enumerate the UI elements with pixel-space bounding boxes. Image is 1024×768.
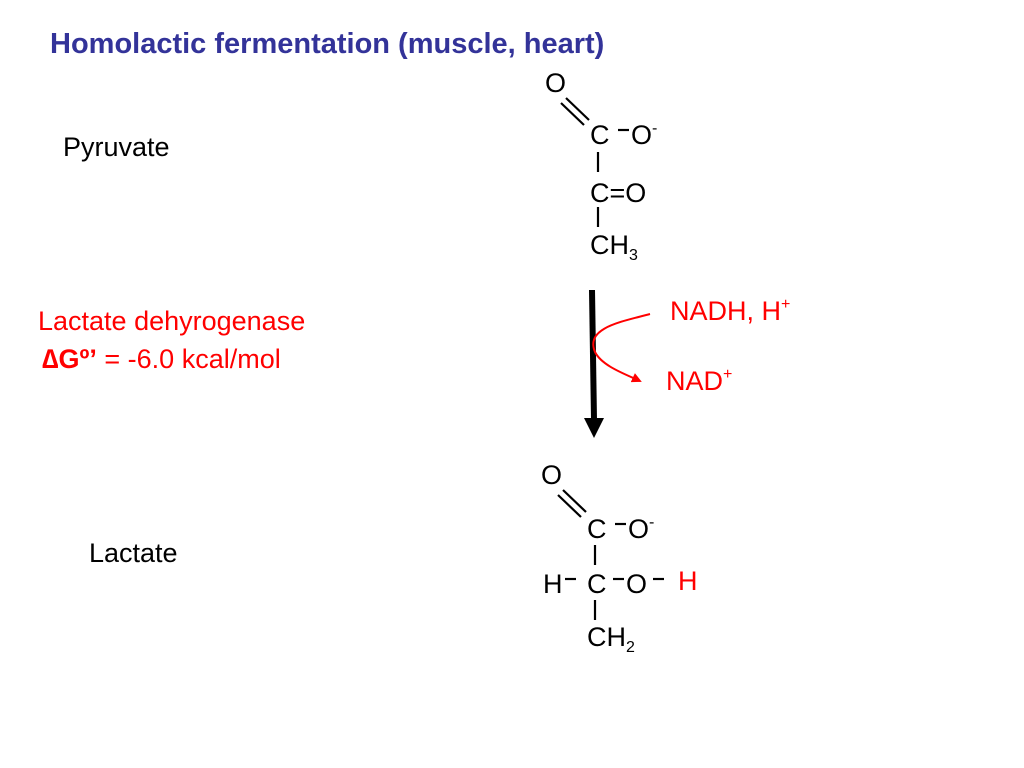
lactate-carbon-1: C (587, 514, 607, 544)
lactate-ch-subscript: 2 (626, 639, 635, 656)
lactate-oxygen-minus: O- (628, 514, 655, 544)
pyruvate-carbon-1: C (590, 120, 610, 150)
nadh-label: NADH, H+ (670, 296, 791, 326)
lactate-double-bond-b (557, 494, 582, 518)
reaction-arrow-shaft (589, 289, 597, 421)
nadh-text: NADH, H (670, 296, 782, 326)
reaction-arrow-head (584, 418, 604, 438)
pyruvate-double-bond-b (560, 102, 585, 126)
lactate-o-text: O (628, 514, 650, 544)
pyruvate-keto-group: C=O (590, 178, 647, 208)
enzyme-name: Lactate dehyrogenase (38, 306, 306, 336)
pyruvate-oxygen-minus: O- (631, 120, 658, 150)
lactate-o-charge: - (649, 514, 655, 531)
pyruvate-ch-subscript: 3 (629, 247, 638, 264)
pyruvate-bonds (560, 97, 629, 227)
lactate-double-bond-a (562, 489, 587, 513)
nad-charge: + (723, 366, 733, 383)
pyruvate-o-charge: - (652, 120, 658, 137)
lactate-hydrogen-left: H (543, 569, 563, 599)
pyruvate-o-text: O (631, 120, 653, 150)
nad-label: NAD+ (666, 366, 733, 396)
pyruvate-ch-text: CH (590, 230, 629, 260)
delta-symbol: ∆ (42, 344, 59, 374)
lactate-methyl: CH2 (587, 622, 635, 656)
nadh-charge: + (781, 296, 791, 313)
lactate-added-hydrogen: H (678, 566, 698, 596)
lactate-bonds (557, 489, 664, 620)
g-standard-symbol: Gº’ (58, 344, 97, 374)
pyruvate-double-bond-a (565, 97, 590, 121)
cofactor-curved-arrow (592, 313, 651, 383)
lactate-oxygen-hydroxyl: O (626, 569, 648, 599)
pyruvate-label: Pyruvate (63, 132, 170, 162)
nad-text: NAD (666, 366, 724, 396)
slide-title: Homolactic fermentation (muscle, heart) (50, 28, 605, 60)
lactate-label: Lactate (89, 538, 178, 568)
pyruvate-methyl: CH3 (590, 230, 638, 264)
lactate-carbon-2: C (587, 569, 607, 599)
lactate-oxygen-top: O (541, 460, 563, 490)
delta-g-number: = -6.0 kcal/mol (96, 344, 281, 374)
pyruvate-oxygen-top: O (545, 68, 567, 98)
lactate-ch-text: CH (587, 622, 626, 652)
delta-g-value: ∆Gº’ = -6.0 kcal/mol (42, 346, 281, 373)
